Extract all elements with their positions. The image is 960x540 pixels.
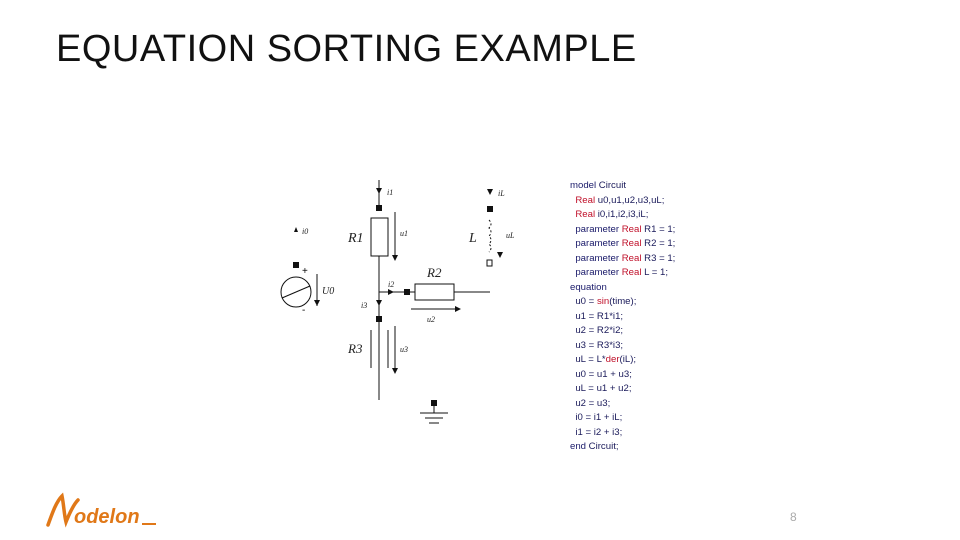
label-u2: u2	[427, 315, 435, 324]
code-line: u1 = R1*i1;	[570, 310, 675, 325]
svg-text:odelon: odelon	[74, 506, 140, 528]
code-keyword: parameter	[570, 238, 622, 249]
code-line: equation	[570, 281, 675, 296]
code-line: model Circuit	[570, 179, 675, 194]
code-text: R3 = 1;	[641, 252, 676, 264]
code-keyword: end	[570, 441, 587, 452]
code-line: end Circuit;	[570, 440, 675, 455]
code-line: parameter Real L = 1;	[570, 266, 675, 281]
code-text: u0 =	[570, 296, 597, 307]
code-line: uL = u1 + u2;	[570, 382, 675, 397]
code-line: parameter Real R1 = 1;	[570, 223, 675, 238]
label-i2: i2	[388, 280, 394, 289]
code-type-keyword: Real	[621, 252, 642, 264]
code-line: Real u0,u1,u2,u3,uL;	[570, 194, 675, 209]
label-u1: u1	[400, 229, 408, 238]
label-i1: i1	[387, 188, 393, 197]
label-plus: +	[302, 266, 308, 277]
code-text: i0 = i1 + iL;	[570, 412, 623, 423]
code-line: i1 = i2 + i3;	[570, 426, 675, 441]
code-text: uL = L*	[570, 354, 606, 365]
code-line: u3 = R3*i3;	[570, 339, 675, 354]
modelica-code: model Circuit Real u0,u1,u2,u3,uL; Real …	[570, 179, 675, 455]
code-line: u2 = u3;	[570, 397, 675, 412]
code-type-keyword: Real	[575, 194, 596, 206]
label-u3: u3	[400, 345, 408, 354]
code-text: i1 = i2 + i3;	[570, 426, 623, 438]
code-type-keyword: Real	[621, 223, 642, 235]
code-text: u2 = R2*i2;	[570, 325, 624, 336]
label-iL: iL	[498, 189, 505, 198]
code-text: (iL);	[619, 354, 637, 365]
code-text: i0,i1,i2,i3,iL;	[595, 209, 649, 220]
code-line: u0 = u1 + u3;	[570, 368, 675, 383]
label-R2: R2	[426, 265, 442, 280]
code-line: Real i0,i1,i2,i3,iL;	[570, 208, 675, 223]
code-line: uL = L*der(iL);	[570, 353, 675, 368]
code-text: u0,u1,u2,u3,uL;	[595, 194, 665, 206]
modelon-logo: odelon	[46, 492, 156, 528]
code-type-keyword: Real	[575, 209, 596, 220]
code-text: uL = u1 + u2;	[570, 383, 632, 394]
label-R1: R1	[347, 231, 364, 246]
code-line: u0 = sin(time);	[570, 295, 675, 310]
label-L: L	[468, 231, 477, 246]
code-keyword: parameter	[570, 267, 622, 278]
code-keyword: parameter	[570, 223, 622, 235]
circuit-diagram: i1 u1 R1 i0 U0 + - iL L uL R2 i2 i3 u2 R…	[280, 180, 515, 424]
code-text: (time);	[609, 296, 637, 307]
label-minus: -	[302, 305, 305, 316]
slide-title: EQUATION SORTING EXAMPLE	[56, 28, 637, 70]
label-i3: i3	[361, 301, 367, 310]
code-text: R2 = 1;	[641, 238, 676, 249]
page-number: 8	[790, 510, 797, 524]
code-keyword: parameter	[570, 252, 622, 264]
code-type-keyword: der	[605, 354, 620, 365]
code-text: Circuit	[596, 180, 626, 191]
code-type-keyword: sin	[596, 296, 610, 307]
code-text: u3 = R3*i3;	[570, 339, 624, 351]
code-text: u0 = u1 + u3;	[570, 368, 632, 380]
code-text: Circuit;	[586, 441, 619, 452]
label-R3: R3	[347, 341, 363, 356]
code-type-keyword: Real	[621, 267, 642, 278]
label-uL: uL	[506, 231, 515, 240]
code-text: u1 = R1*i1;	[570, 310, 624, 322]
code-line: parameter Real R2 = 1;	[570, 237, 675, 252]
code-keyword: equation	[570, 281, 607, 293]
code-keyword: model	[570, 180, 597, 191]
code-line: u2 = R2*i2;	[570, 324, 675, 339]
code-line: parameter Real R3 = 1;	[570, 252, 675, 267]
code-line: i0 = i1 + iL;	[570, 411, 675, 426]
code-type-keyword: Real	[621, 238, 642, 249]
code-text: u2 = u3;	[570, 397, 611, 409]
label-i0: i0	[302, 227, 308, 236]
code-text: R1 = 1;	[641, 223, 676, 235]
label-U0: U0	[322, 286, 334, 297]
code-text: L = 1;	[641, 267, 669, 278]
